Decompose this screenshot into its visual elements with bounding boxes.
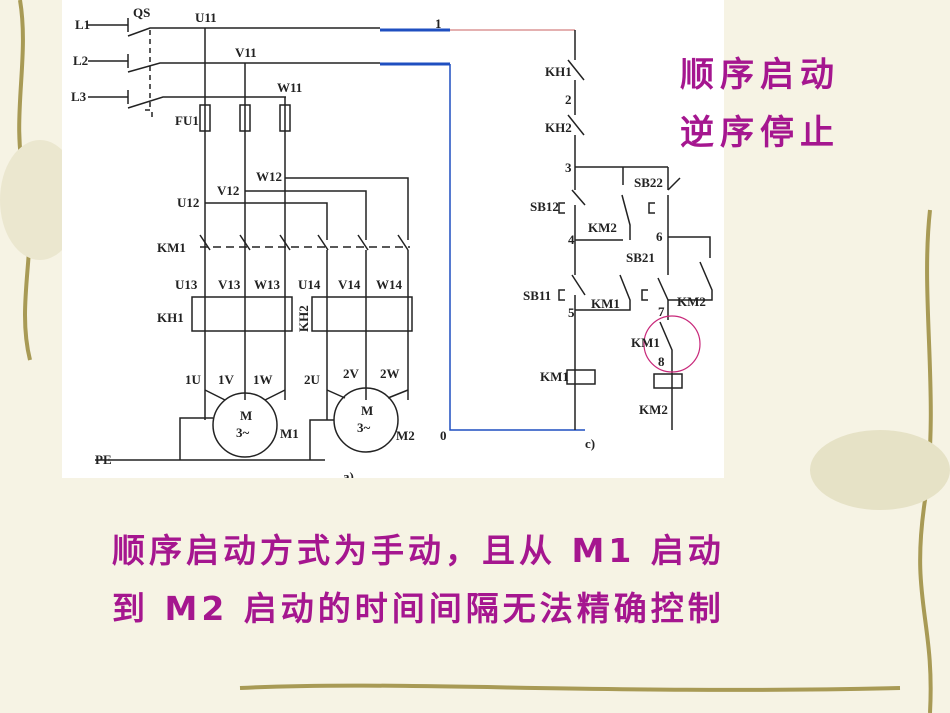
label: W13 (254, 277, 281, 292)
label: 1W (253, 372, 273, 387)
label: 4 (568, 232, 575, 247)
label: 1 (435, 16, 442, 31)
label: 1U (185, 372, 202, 387)
label: W14 (376, 277, 403, 292)
label: M (240, 408, 252, 423)
caption-line-1: 顺序启动方式为手动，且从 M1 启动 (112, 531, 725, 570)
label: 3 (565, 160, 572, 175)
label: M2 (396, 428, 415, 443)
label: 0 (440, 428, 447, 443)
label: V14 (338, 277, 361, 292)
label: FU1 (175, 113, 199, 128)
label: 2V (343, 366, 360, 381)
blue-wires (380, 28, 585, 431)
label: a) (343, 469, 354, 478)
label: KH2 (545, 120, 572, 135)
control-circuit-wiring (558, 30, 713, 430)
label: 1V (218, 372, 235, 387)
label: 2U (304, 372, 321, 387)
label: KM1 (631, 335, 660, 350)
title-line-1: 顺序启动 (680, 55, 840, 95)
label: V12 (217, 183, 239, 198)
label: L2 (73, 53, 88, 68)
caption-line-2: 到 M2 启动的时间间隔无法精确控制 (112, 589, 725, 628)
label: W11 (277, 80, 302, 95)
label: 7 (658, 304, 665, 319)
label: SB21 (626, 250, 655, 265)
label: PE (95, 452, 112, 467)
label: U12 (177, 195, 199, 210)
label: U13 (175, 277, 198, 292)
main-circuit-wiring (88, 18, 413, 461)
slide-title: 顺序启动 逆序停止 (680, 46, 840, 162)
diagram-labels: L1 L2 L3 QS U11 V11 W11 FU1 U12 V12 W12 … (71, 5, 706, 484)
label: 8 (658, 354, 665, 369)
label: KH2 (296, 305, 311, 332)
label: KM2 (639, 402, 668, 417)
label: W12 (256, 169, 282, 184)
label: 3~ (357, 420, 371, 435)
label: KM2 (588, 220, 617, 235)
label: U11 (195, 10, 217, 25)
circuit-diagram-image: L1 L2 L3 QS U11 V11 W11 FU1 U12 V12 W12 … (62, 0, 724, 484)
label: KH1 (157, 310, 184, 325)
label: KH1 (545, 64, 572, 79)
label: 2 (565, 92, 572, 107)
label: SB11 (523, 288, 551, 303)
label: 3~ (236, 425, 250, 440)
label: U14 (298, 277, 321, 292)
label: KM1 (157, 240, 186, 255)
label: c) (585, 436, 595, 451)
title-line-2: 逆序停止 (680, 113, 840, 153)
label: KM1 (591, 296, 620, 311)
label: 5 (568, 305, 575, 320)
label: M (361, 403, 373, 418)
label: KM1 (540, 369, 569, 384)
label: V11 (235, 45, 257, 60)
label: SB12 (530, 199, 559, 214)
label: L3 (71, 89, 87, 104)
label: 2W (380, 366, 400, 381)
label: V13 (218, 277, 241, 292)
label: M1 (280, 426, 299, 441)
label: L1 (75, 17, 90, 32)
label: QS (133, 5, 150, 20)
label: KM2 (677, 294, 706, 309)
label: SB22 (634, 175, 663, 190)
label: 6 (656, 229, 663, 244)
highlight-circle (643, 315, 701, 373)
slide-caption: 顺序启动方式为手动，且从 M1 启动 到 M2 启动的时间间隔无法精确控制 (112, 522, 725, 638)
